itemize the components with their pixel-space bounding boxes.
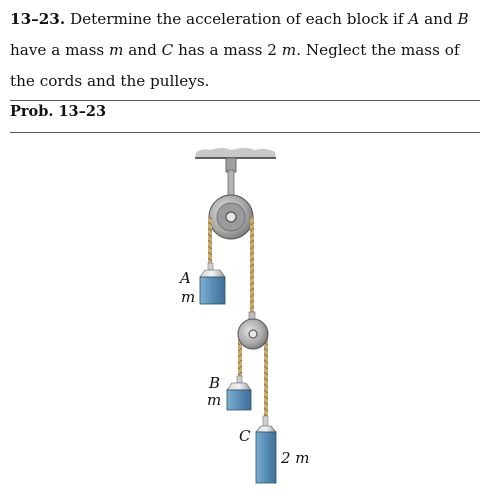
block-b	[226, 375, 252, 411]
var-c: C	[161, 41, 174, 59]
caption-bottom-rule	[10, 132, 480, 133]
problem-text-3: have a mass	[10, 41, 109, 59]
label-c-mass: 2 m	[280, 449, 310, 467]
var-a: A	[408, 10, 420, 28]
var-m-2: m	[281, 41, 297, 59]
problem-text-4: and	[123, 41, 162, 59]
problem-text-2: and	[419, 10, 458, 28]
label-c-letter: C	[239, 427, 251, 445]
movable-pulley	[237, 311, 269, 350]
label-b-mass: m	[207, 391, 221, 409]
ceiling-support	[195, 148, 276, 217]
problem-text-5: has a mass 2	[173, 41, 282, 59]
caption-top-rule	[10, 100, 480, 101]
var-b: B	[457, 10, 469, 28]
problem-number: 13–23.	[10, 10, 66, 28]
label-a-letter: A	[178, 269, 191, 287]
block-c	[255, 415, 277, 484]
label-a-mass: m	[181, 288, 195, 306]
problem-text-6: . Neglect the mass of the cords and the …	[10, 41, 460, 90]
top-pulley	[208, 194, 254, 240]
problem-text-1: Determine the acceleration of each block…	[65, 10, 409, 28]
var-m: m	[109, 41, 124, 59]
ropes	[208, 217, 268, 417]
problem-statement: 13–23. Determine the acceleration of eac…	[10, 4, 485, 97]
label-b-letter: B	[208, 374, 220, 392]
figure-caption: Prob. 13–23	[10, 103, 107, 120]
block-a	[199, 262, 226, 305]
